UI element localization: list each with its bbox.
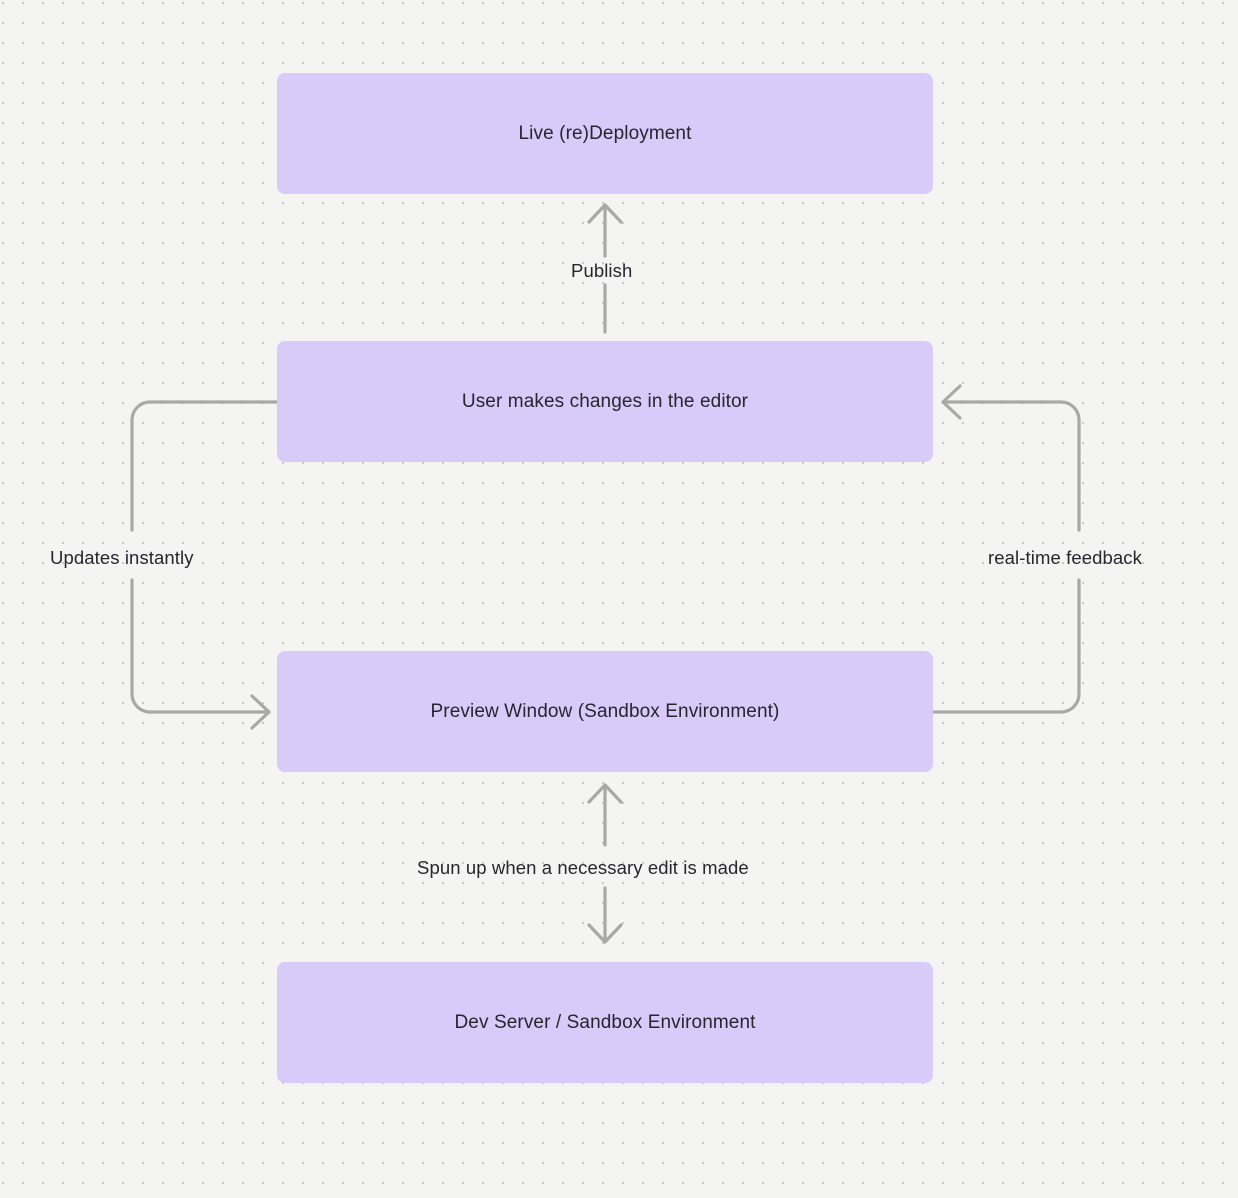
node-user-edits-label: User makes changes in the editor [461,390,749,412]
edge-real-time-feedback [931,384,1081,714]
edge-publish [587,203,623,334]
edge-updates-arrowhead-right [250,694,271,730]
edge-label-publish: Publish [571,260,633,281]
edge-feedback-upper-segment [942,400,1081,532]
node-preview-window[interactable]: Preview Window (Sandbox Environment) [277,651,933,772]
edge-publish-arrowhead-up [587,203,623,224]
node-dev-server-label: Dev Server / Sandbox Environment [454,1011,756,1033]
edge-updates-lower-segment [130,578,270,714]
edge-spun-up [587,783,623,944]
node-dev-server[interactable]: Dev Server / Sandbox Environment [277,962,933,1083]
edge-spun-up-arrowhead-up [587,783,623,804]
edge-updates-upper-segment [130,400,279,532]
node-user-edits[interactable]: User makes changes in the editor [277,341,933,462]
edge-feedback-arrowhead-left [941,384,962,420]
node-live-deployment[interactable]: Live (re)Deployment [277,73,933,194]
edge-feedback-lower-segment [931,578,1081,714]
node-preview-window-label: Preview Window (Sandbox Environment) [430,700,780,722]
edge-spun-up-arrowhead-down [587,923,623,944]
edge-label-updates-instantly: Updates instantly [50,547,194,568]
node-live-deployment-label: Live (re)Deployment [518,122,692,144]
edge-label-real-time-feedback: real-time feedback [988,547,1142,568]
edge-updates-instantly [130,400,279,730]
edge-label-spun-up: Spun up when a necessary edit is made [417,857,749,878]
